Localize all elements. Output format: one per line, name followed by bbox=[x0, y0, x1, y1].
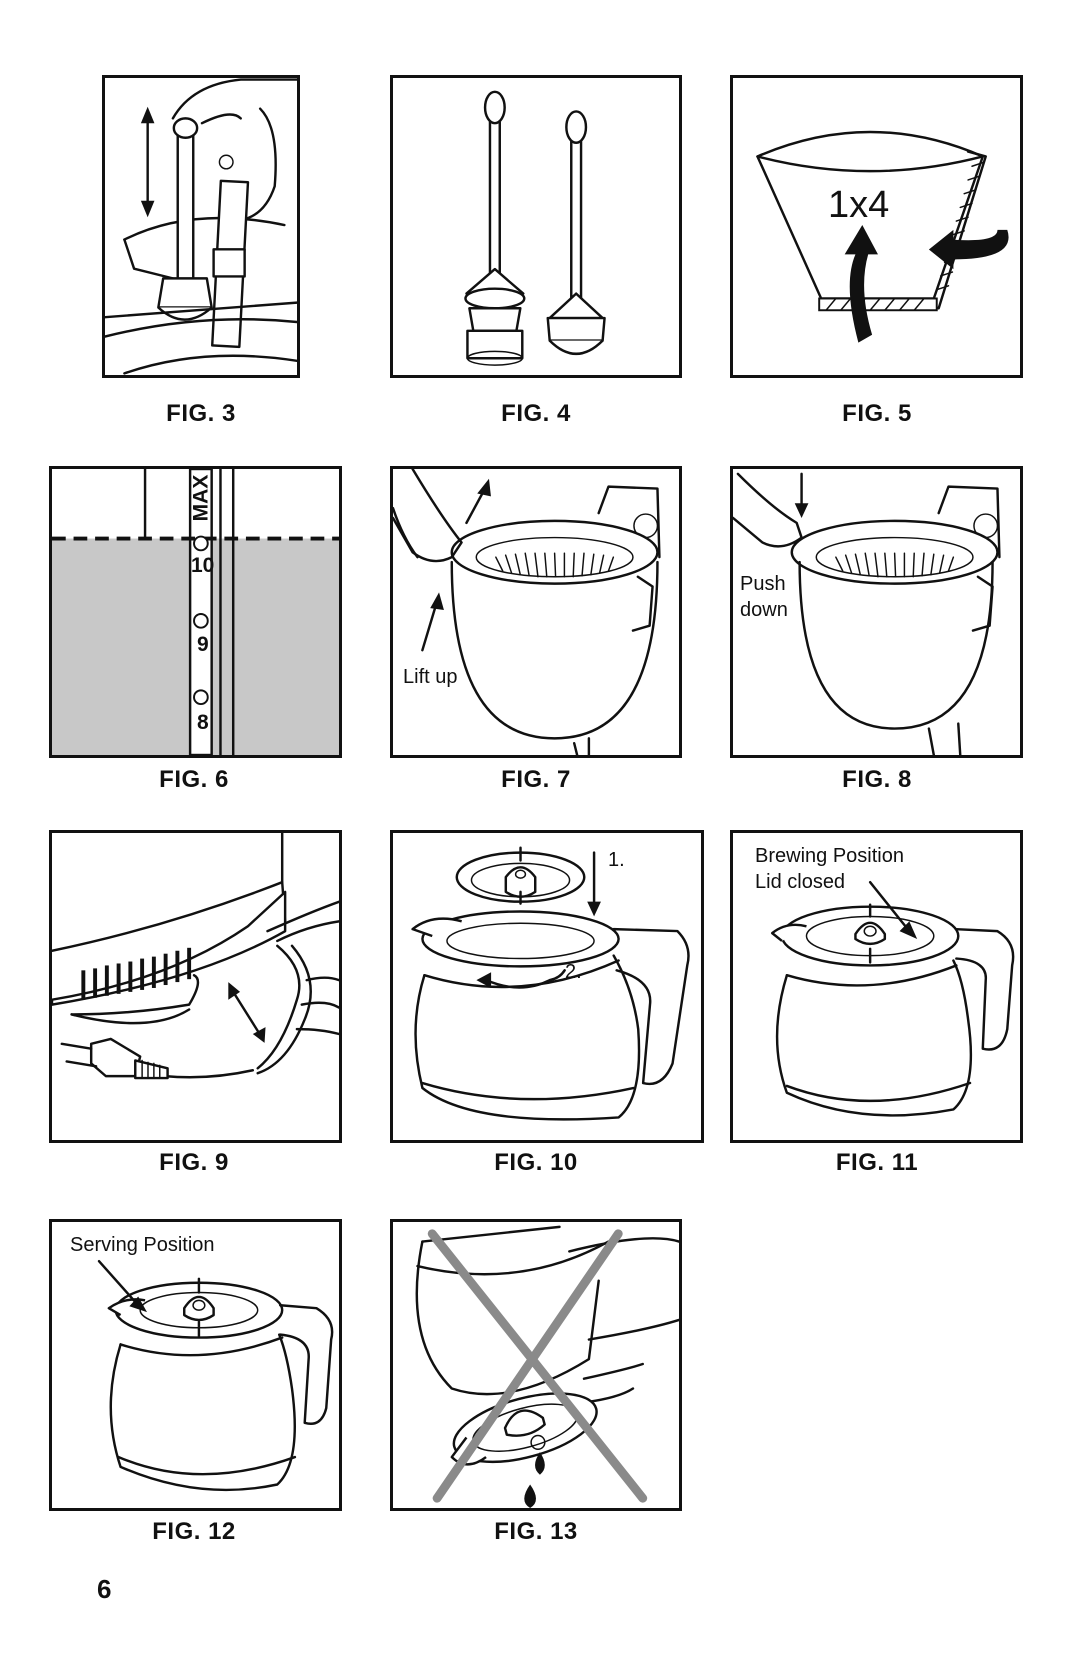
figure-12-illustration: Serving Position bbox=[49, 1219, 342, 1511]
figure-11-caption: FIG. 11 bbox=[835, 1149, 919, 1176]
carafe-lid-insert-drawing bbox=[411, 846, 690, 1121]
page-number: 6 bbox=[97, 1574, 112, 1604]
filter-size-label: 1x4 bbox=[828, 184, 890, 226]
figure-3-illustration bbox=[102, 75, 300, 378]
figure-8-caption: FIG. 8 bbox=[842, 766, 912, 793]
figure-5-caption: FIG. 5 bbox=[842, 400, 912, 427]
push-down-label-line1: Push bbox=[740, 573, 786, 595]
paper-filter-fold-drawing bbox=[756, 130, 1009, 343]
valve-parts-drawing bbox=[464, 90, 606, 366]
figure-12-caption: FIG. 12 bbox=[152, 1518, 236, 1545]
figure-6-illustration: MAX 10 9 8 bbox=[49, 466, 342, 758]
filter-basket-lift-drawing bbox=[393, 469, 661, 755]
figure-4-caption: FIG. 4 bbox=[501, 400, 571, 427]
carafe-serving-position-drawing bbox=[97, 1259, 334, 1492]
push-down-label-line2: down bbox=[740, 599, 788, 621]
lid-step-2-label: 2. bbox=[565, 961, 582, 983]
figure-9-illustration bbox=[49, 830, 342, 1143]
figure-13-illustration bbox=[390, 1219, 682, 1511]
lid-closed-label: Lid closed bbox=[755, 871, 846, 893]
figure-7-illustration: Lift up bbox=[390, 466, 682, 758]
figure-7-caption: FIG. 7 bbox=[501, 766, 571, 793]
level-10-label: 10 bbox=[191, 554, 215, 577]
figure-4-illustration bbox=[390, 75, 682, 378]
do-not-pour-brewing-position-drawing bbox=[415, 1225, 679, 1508]
max-level-label: MAX bbox=[189, 474, 213, 522]
figure-3-caption: FIG. 3 bbox=[166, 400, 236, 427]
lift-up-label: Lift up bbox=[403, 666, 458, 688]
serving-position-label: Serving Position bbox=[70, 1234, 215, 1256]
figure-5-illustration: 1x4 bbox=[730, 75, 1023, 378]
figure-9-caption: FIG. 9 bbox=[159, 1149, 229, 1176]
figure-6-caption: FIG. 6 bbox=[159, 766, 229, 793]
figure-10-caption: FIG. 10 bbox=[494, 1149, 578, 1176]
lid-step-1-label: 1. bbox=[608, 849, 625, 871]
figure-10-illustration: 1. 2. bbox=[390, 830, 704, 1143]
level-9-label: 9 bbox=[197, 633, 209, 656]
filter-basket-push-drawing bbox=[733, 472, 1001, 755]
figure-13-caption: FIG. 13 bbox=[494, 1518, 578, 1545]
carafe-brewing-position-drawing bbox=[770, 880, 1015, 1117]
figure-8-illustration: Push down bbox=[730, 466, 1023, 758]
figure-11-illustration: Brewing Position Lid closed bbox=[730, 830, 1023, 1143]
brewing-position-label: Brewing Position bbox=[755, 845, 904, 867]
power-cord-storage-drawing bbox=[52, 833, 339, 1080]
level-8-label: 8 bbox=[197, 711, 209, 734]
brew-through-valve-drawing bbox=[105, 78, 297, 375]
water-level-gauge-drawing bbox=[52, 469, 339, 755]
